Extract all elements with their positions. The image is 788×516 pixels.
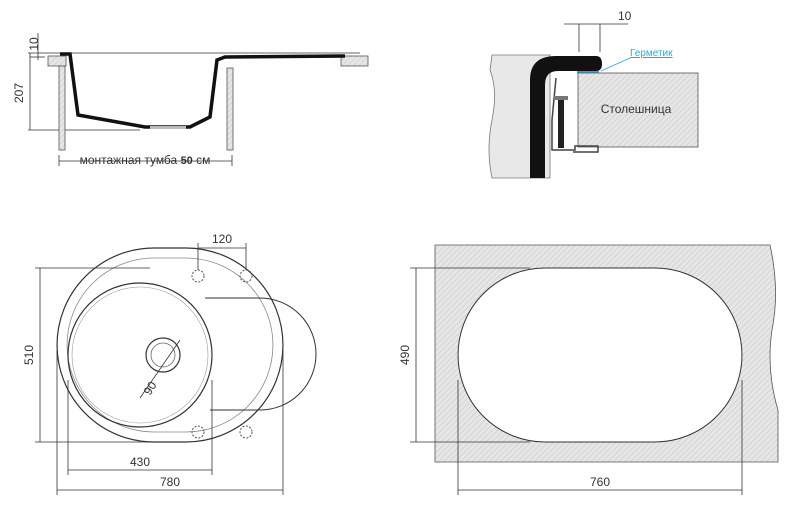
- dim-bowl-label: 430: [130, 455, 150, 469]
- countertop-label: Столешница: [601, 102, 672, 116]
- sink-rim-inner: [66, 257, 274, 433]
- drain-inner: [150, 342, 176, 368]
- sealant-label: Герметик: [630, 48, 673, 59]
- tap-hole: [239, 269, 253, 283]
- mounting-clip: [551, 77, 599, 153]
- tap-holes: [191, 269, 253, 439]
- dim-holes-label: 120: [212, 232, 232, 246]
- dim-width-label: 510: [22, 345, 36, 365]
- screw-head: [554, 96, 568, 100]
- cutout-view: 490 760: [398, 244, 779, 495]
- cabinet-wall-right: [226, 67, 234, 151]
- dim-depth-label: 207: [12, 83, 26, 103]
- cutout-length-label: 760: [590, 475, 610, 489]
- cabinet-dimension-label: монтажная тумба 50 см: [80, 153, 211, 167]
- bowl: [67, 282, 213, 428]
- countertop-left: [47, 55, 67, 67]
- sealant-strip: [577, 71, 599, 74]
- mount-detail: Столешница 10 Герметик: [488, 9, 699, 179]
- countertop-right: [340, 55, 369, 67]
- tap-hole: [191, 269, 205, 283]
- tap-hole: [191, 425, 205, 439]
- cabinet-wall-left: [58, 65, 66, 151]
- sealant-leader: [600, 57, 631, 72]
- sink-rim-section: [530, 56, 602, 178]
- side-view: 10 207 монтажная тумба 50 см: [12, 33, 369, 167]
- drain-radius-line: [139, 339, 181, 399]
- drainboard: [205, 297, 317, 411]
- dim-rim-label: 10: [27, 37, 41, 51]
- drain-outlet: [145, 337, 181, 373]
- cutout-opening: [457, 267, 743, 443]
- bowl-inner: [71, 286, 209, 424]
- top-view: 90 120 510 430 780: [22, 232, 317, 495]
- countertop-section: [577, 72, 699, 148]
- sink-profile: [60, 52, 346, 129]
- cutout-width-label: 490: [398, 345, 412, 365]
- dim-length-label: 780: [160, 475, 180, 489]
- drain-grate: [150, 126, 186, 129]
- clamp-screw: [558, 98, 564, 148]
- tap-hole: [239, 425, 253, 439]
- dim-overlap-label: 10: [618, 9, 632, 23]
